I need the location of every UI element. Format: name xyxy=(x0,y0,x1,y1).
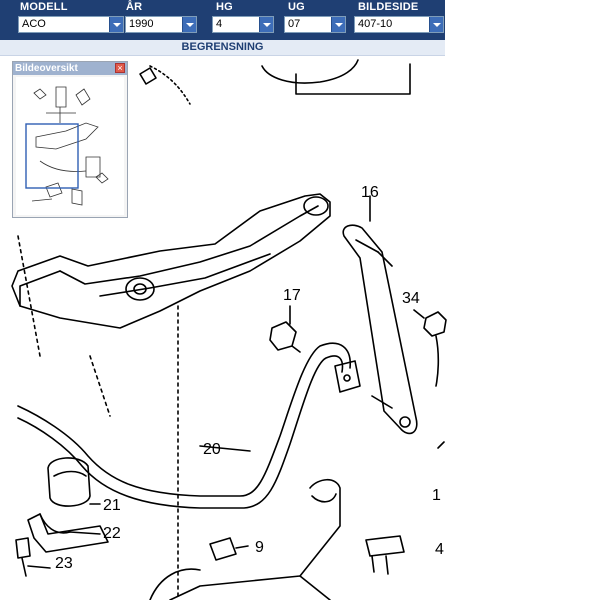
control-arm-front xyxy=(149,568,201,600)
callout-4: 4 xyxy=(435,541,444,558)
subframe-hole-inner xyxy=(133,283,147,295)
control-arm xyxy=(169,478,341,600)
chevron-down-icon[interactable] xyxy=(331,17,345,32)
right-fragment xyxy=(435,335,440,387)
dashed-guide xyxy=(149,65,191,105)
leader-22 xyxy=(69,531,101,535)
link-stud-top xyxy=(377,251,393,267)
bushing-21-detail xyxy=(53,470,87,477)
link-stud-bottom xyxy=(371,395,393,409)
nut-17-leader xyxy=(291,345,301,353)
callout-16: 16 xyxy=(361,184,379,201)
filter-bar: MODELL ACO ÅR 1990 HG 4 UG 07 BILDESIDE … xyxy=(0,0,445,40)
subframe-hole xyxy=(125,277,155,301)
subframe-edge-2 xyxy=(99,253,271,297)
field-label-bildeside: BILDESIDE xyxy=(358,1,419,13)
overview-viewport xyxy=(25,123,79,189)
stabilizer-bar-inner xyxy=(17,355,344,509)
right-bracket-stud xyxy=(385,555,389,575)
ug-select[interactable]: 07 xyxy=(284,16,346,33)
field-label-modell: MODELL xyxy=(20,1,68,13)
ar-select[interactable]: 1990 xyxy=(125,16,197,33)
ar-value: 1990 xyxy=(129,18,154,30)
bushing-21 xyxy=(47,457,91,507)
overview-title: Bildeoversikt xyxy=(15,63,78,74)
right-fragment-2 xyxy=(437,441,445,449)
callout-17: 17 xyxy=(283,287,301,304)
dashed-guide-left xyxy=(17,235,41,357)
bolt-outline xyxy=(139,67,157,85)
chevron-down-icon[interactable] xyxy=(182,17,196,32)
bolt-23-shank xyxy=(21,557,27,577)
field-label-ug: UG xyxy=(288,1,305,13)
parts-diagram xyxy=(11,59,447,600)
leader-34 xyxy=(413,309,425,319)
chevron-down-icon[interactable] xyxy=(259,17,273,32)
link-eye xyxy=(399,416,411,428)
stabilizer-link xyxy=(342,224,418,435)
field-label-hg: HG xyxy=(216,1,233,13)
overview-panel[interactable]: Bildeoversikt × xyxy=(12,61,128,218)
ug-value: 07 xyxy=(288,18,301,30)
modell-select[interactable]: ACO xyxy=(18,16,124,33)
control-arm-leg xyxy=(299,575,331,600)
bracket-outline xyxy=(295,63,411,95)
clamp-22-arc xyxy=(39,513,71,534)
mount-outline xyxy=(261,59,359,84)
overview-titlebar[interactable] xyxy=(13,62,127,75)
hg-select[interactable]: 4 xyxy=(212,16,274,33)
subframe-hole-right xyxy=(303,196,329,216)
leader-20 xyxy=(199,445,251,452)
right-bracket xyxy=(365,535,405,557)
chevron-down-icon[interactable] xyxy=(109,17,123,32)
bildeside-select[interactable]: 407-10 xyxy=(354,16,444,33)
subframe-outline xyxy=(11,193,331,329)
restriction-label: BEGRENSNING xyxy=(181,41,264,53)
callout-9: 9 xyxy=(255,539,264,556)
callout-21: 21 xyxy=(103,497,121,514)
bushing-9 xyxy=(209,537,237,561)
bolt-23-head xyxy=(15,537,31,559)
callout-23: 23 xyxy=(55,555,73,572)
restriction-bar[interactable]: BEGRENSNING xyxy=(0,40,445,56)
callout-22: 22 xyxy=(103,525,121,542)
close-icon[interactable]: × xyxy=(115,63,125,73)
field-label-ar: ÅR xyxy=(126,1,143,13)
subframe-end xyxy=(19,270,61,307)
subframe-edge xyxy=(59,205,319,285)
link-detail xyxy=(355,239,379,253)
bar-bracket-hole xyxy=(343,374,351,382)
overview-thumbnail[interactable] xyxy=(16,77,124,215)
modell-value: ACO xyxy=(22,18,46,30)
right-bracket-stud-2 xyxy=(371,555,375,573)
bar-bracket xyxy=(334,360,361,393)
callout-20: 20 xyxy=(203,441,221,458)
control-arm-bushing xyxy=(311,493,337,503)
hg-value: 4 xyxy=(216,18,223,30)
callout-1: 1 xyxy=(432,487,441,504)
bushing-9-leader xyxy=(235,545,249,549)
chevron-down-icon[interactable] xyxy=(429,17,443,32)
callout-34: 34 xyxy=(402,290,420,307)
leader-23 xyxy=(27,565,51,569)
nut-34 xyxy=(423,311,447,337)
dashed-guide-left-2 xyxy=(89,355,111,417)
stabilizer-bar-outer xyxy=(17,342,351,497)
bildeside-value: 407-10 xyxy=(358,18,393,30)
